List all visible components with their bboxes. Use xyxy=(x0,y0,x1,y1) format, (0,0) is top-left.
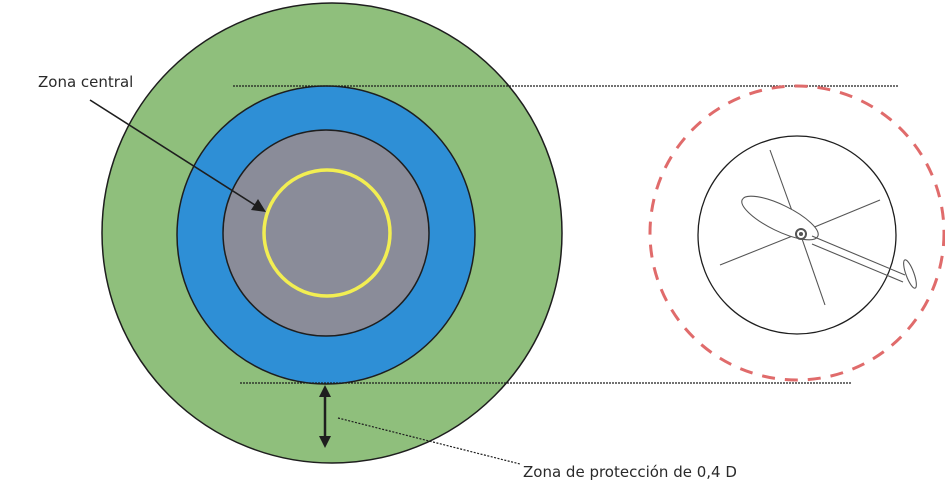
rotor-disc-circle xyxy=(697,135,897,335)
central-gray-zone xyxy=(222,129,430,337)
central-zone-label: Zona central xyxy=(38,73,133,91)
protection-zone-label: Zona de protección de 0,4 D xyxy=(523,463,737,481)
central-zone-leader-arrow xyxy=(89,99,266,212)
touchdown-circle xyxy=(262,168,392,298)
helicopter-icon xyxy=(719,149,917,306)
protection-zone-dimension-arrow xyxy=(319,385,331,448)
rotor-safety-dashed-circle xyxy=(648,84,945,382)
